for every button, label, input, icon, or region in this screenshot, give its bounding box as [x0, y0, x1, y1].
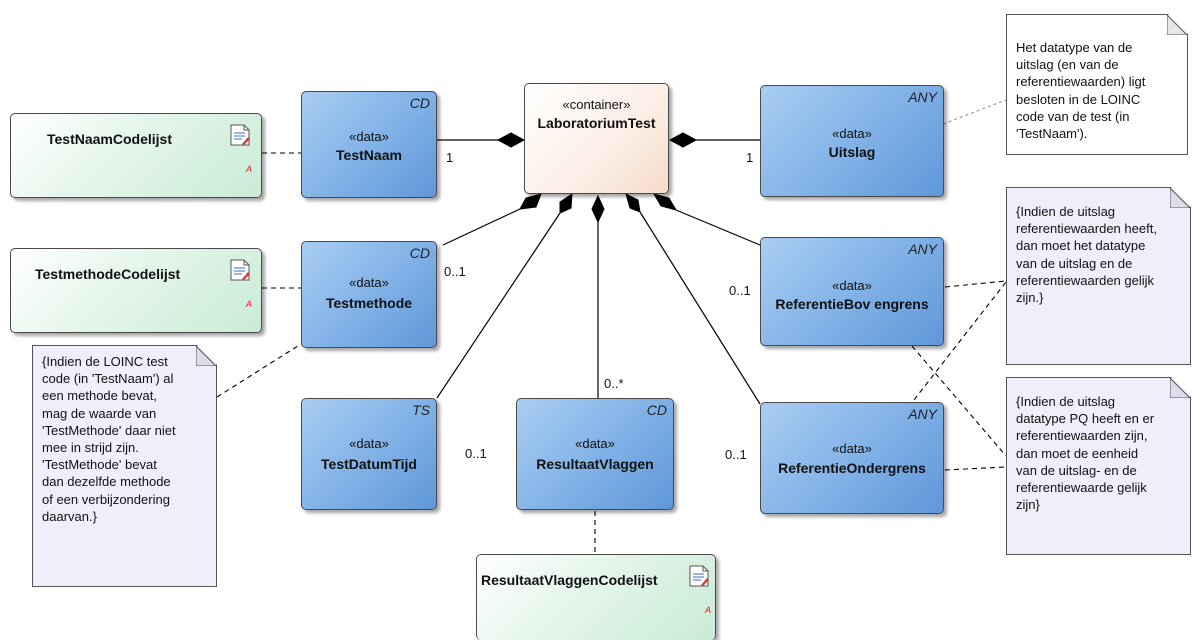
class-name: ReferentieOndergrens: [778, 460, 926, 476]
codelist-name: TestmethodeCodelijst: [35, 266, 181, 282]
datatype-tag: ANY: [908, 89, 937, 105]
class-stereotype: «data»: [349, 436, 389, 451]
note-fold: [1170, 188, 1190, 208]
note-fold: [1170, 378, 1190, 398]
note-link-referentie-bov: [944, 280, 1007, 288]
codelist-name: ResultaatVlaggenCodelijst: [481, 572, 658, 588]
class-testdatumtijd[interactable]: TS «data» TestDatumTijd: [301, 398, 437, 510]
composition-testdatumtijd[interactable]: [436, 212, 561, 399]
multiplicity-resultaatvlaggen: 0..*: [604, 376, 624, 391]
codelist-name: TestNaamCodelijst: [47, 131, 172, 147]
class-referentiebovengrens[interactable]: ANY «data» ReferentieBov engrens: [760, 237, 944, 346]
note-text: {Indien de LOINC test code (in 'TestNaam…: [42, 354, 176, 524]
abstract-badge: A: [246, 299, 253, 309]
datatype-tag: CD: [646, 402, 667, 418]
class-laboratoriumtest[interactable]: «container» LaboratoriumTest: [524, 83, 669, 194]
class-name: Testmethode: [325, 295, 413, 311]
abstract-badge: A: [246, 164, 253, 174]
class-testmethode[interactable]: CD «data» Testmethode: [301, 241, 437, 348]
class-stereotype: «data»: [575, 436, 615, 451]
class-stereotype: «data»: [349, 129, 389, 144]
class-stereotype: «data»: [349, 275, 389, 290]
multiplicity-referentieondergrens: 0..1: [725, 447, 747, 462]
class-referentieondergrens[interactable]: ANY «data» ReferentieOndergrens: [760, 402, 944, 514]
composition-diamond-uitslag: [668, 132, 698, 148]
note-text: {Indien de uitslag datatype PQ heeft en …: [1016, 394, 1155, 513]
datatype-tag: CD: [409, 95, 430, 111]
codelist-testmethode[interactable]: TestmethodeCodelijst A: [10, 248, 262, 333]
class-stereotype: «data»: [832, 278, 872, 293]
abstract-badge: A: [705, 605, 712, 615]
class-uitslag[interactable]: ANY «data» Uitslag: [760, 85, 944, 197]
multiplicity-testdatumtijd: 0..1: [465, 446, 487, 461]
class-stereotype: «container»: [562, 97, 631, 112]
class-name: ReferentieBov engrens: [775, 296, 929, 312]
codelist-resultaatvlaggen[interactable]: ResultaatVlaggenCodelijst A: [476, 554, 716, 640]
class-name: TestDatumTijd: [321, 456, 417, 472]
composition-diamond-testnaam: [496, 132, 526, 148]
document-icon: [230, 124, 250, 146]
datatype-tag: TS: [412, 402, 430, 418]
note-text: {Indien de uitslag referentiewaarden hee…: [1016, 204, 1157, 306]
class-name: TestNaam: [336, 147, 402, 163]
datatype-tag: CD: [409, 245, 430, 261]
document-icon: [230, 259, 250, 281]
class-testnaam[interactable]: CD «data» TestNaam: [301, 91, 437, 198]
composition-diamond-resultaatvlaggen: [591, 194, 605, 224]
note-link-cross-1: [911, 345, 1007, 457]
composition-diamond-testmethode: [519, 193, 542, 210]
class-stereotype: «data»: [832, 126, 872, 141]
class-name: ResultaatVlaggen: [536, 456, 654, 472]
note-text: Het datatype van de uitslag (en van de r…: [1016, 40, 1146, 142]
multiplicity-testmethode: 0..1: [444, 264, 466, 279]
class-stereotype: «data»: [832, 441, 872, 456]
note-link-cross-2: [902, 281, 1007, 415]
class-name: Uitslag: [828, 144, 876, 160]
note-referentie-gelijk[interactable]: {Indien de uitslag referentiewaarden hee…: [1006, 187, 1191, 365]
composition-testmethode[interactable]: [442, 208, 521, 246]
multiplicity-referentiebovengrens: 0..1: [729, 283, 751, 298]
note-datatype[interactable]: Het datatype van de uitslag (en van de r…: [1006, 14, 1188, 155]
document-icon: [689, 565, 709, 587]
datatype-tag: ANY: [908, 241, 937, 257]
note-fold: [1167, 15, 1187, 35]
composition-diamond-testdatumtijd: [559, 193, 573, 214]
note-link-referentie-ond: [944, 466, 1007, 471]
note-link-datatype: [942, 99, 1007, 125]
composition-referentieondergrens[interactable]: [639, 211, 761, 405]
class-resultaatvlaggen[interactable]: CD «data» ResultaatVlaggen: [516, 398, 674, 510]
note-link-loinc-methode: [216, 343, 302, 398]
codelist-testnaam[interactable]: TestNaamCodelijst A: [10, 113, 262, 198]
class-name: LaboratoriumTest: [537, 115, 656, 131]
composition-referentiebovengrens[interactable]: [675, 209, 761, 246]
multiplicity-uitslag: 1: [746, 150, 754, 165]
composition-diamond-referentieondergrens: [625, 193, 641, 213]
note-eenheid-pq[interactable]: {Indien de uitslag datatype PQ heeft en …: [1006, 377, 1191, 555]
note-fold: [196, 346, 216, 366]
multiplicity-testnaam: 1: [446, 150, 454, 165]
composition-diamond-referentiebovengrens: [652, 193, 678, 211]
note-loinc-methode[interactable]: {Indien de LOINC test code (in 'TestNaam…: [32, 345, 217, 587]
datatype-tag: ANY: [908, 406, 937, 422]
